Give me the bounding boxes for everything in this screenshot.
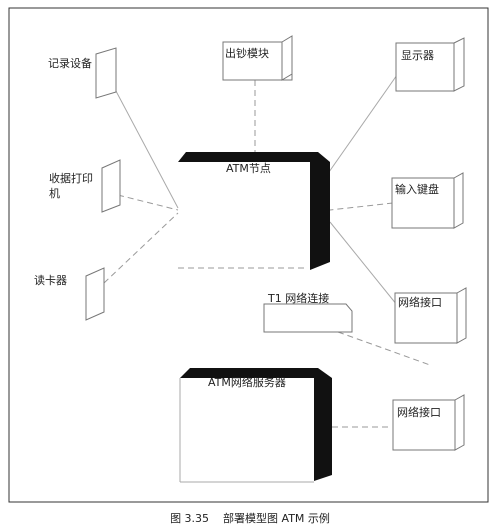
device-card-reader-shape xyxy=(85,267,105,321)
device-card-reader-label: 读卡器 xyxy=(34,273,67,287)
device-recorder-label: 记录设备 xyxy=(48,56,92,70)
device-network-interface-1-side xyxy=(456,287,467,344)
device-cash-module-shape xyxy=(222,41,293,81)
device-network-interface-1: 网络接口 xyxy=(394,287,467,344)
device-display-label: 显示器 xyxy=(401,49,434,62)
node-server-label: ATM网络服务器 xyxy=(208,375,286,389)
node-atm-side xyxy=(310,162,330,270)
device-keypad-label: 输入键盘 xyxy=(395,182,439,196)
diagram-frame xyxy=(8,7,489,503)
device-keypad-shape xyxy=(391,177,455,229)
connection-keypad-atm xyxy=(329,202,394,211)
device-network-interface-1-label: 网络接口 xyxy=(398,295,442,309)
device-receipt-printer: 收据打印 机 xyxy=(49,159,121,213)
device-cash-module-label: 出钞模块 xyxy=(225,46,269,60)
device-network-interface-1-shape xyxy=(394,292,458,344)
device-network-interface-2-label: 网络接口 xyxy=(397,405,441,419)
node-atm: ATM节点 xyxy=(178,152,330,270)
device-keypad: 输入键盘 xyxy=(391,172,464,229)
connection-t1-link xyxy=(337,331,431,366)
t1-link-note-shape xyxy=(263,303,353,333)
device-keypad-side xyxy=(453,172,464,229)
device-cash-module-side xyxy=(281,35,293,81)
node-atm-network-server: ATM网络服务器 xyxy=(179,368,332,483)
device-card-reader: 读卡器 xyxy=(34,267,105,321)
device-display-side xyxy=(453,37,465,92)
device-receipt-printer-shape xyxy=(101,159,121,213)
device-display-shape xyxy=(395,42,455,92)
device-network-interface-2-side xyxy=(454,394,465,451)
device-recorder-top xyxy=(95,47,117,99)
device-network-interface-2: 网络接口 xyxy=(392,394,465,451)
connection-atm-network-interface xyxy=(329,221,398,306)
connection-printer-atm xyxy=(117,194,179,211)
device-network-interface-2-shape xyxy=(392,399,456,451)
device-display: 显示器 xyxy=(395,37,465,92)
node-server-top xyxy=(180,368,332,378)
connections xyxy=(103,74,431,428)
node-atm-top xyxy=(178,152,330,162)
connection-card-reader-atm xyxy=(103,212,179,284)
connection-display-atm xyxy=(328,74,398,173)
figure-caption: 图 3.35 部署模型图 ATM 示例 xyxy=(170,511,330,525)
node-atm-label: ATM节点 xyxy=(226,162,271,175)
device-receipt-printer-label-line2: 机 xyxy=(49,186,60,200)
t1-link-note-label: T1 网络连接 xyxy=(267,291,329,305)
device-recorder: 记录设备 xyxy=(48,47,117,99)
device-receipt-printer-label-line1: 收据打印 xyxy=(49,171,93,185)
connection-recorder-atm xyxy=(107,75,179,209)
device-cash-module: 出钞模块 xyxy=(222,35,293,81)
t1-link-note: T1 网络连接 xyxy=(263,291,353,333)
node-server-side xyxy=(314,378,332,481)
